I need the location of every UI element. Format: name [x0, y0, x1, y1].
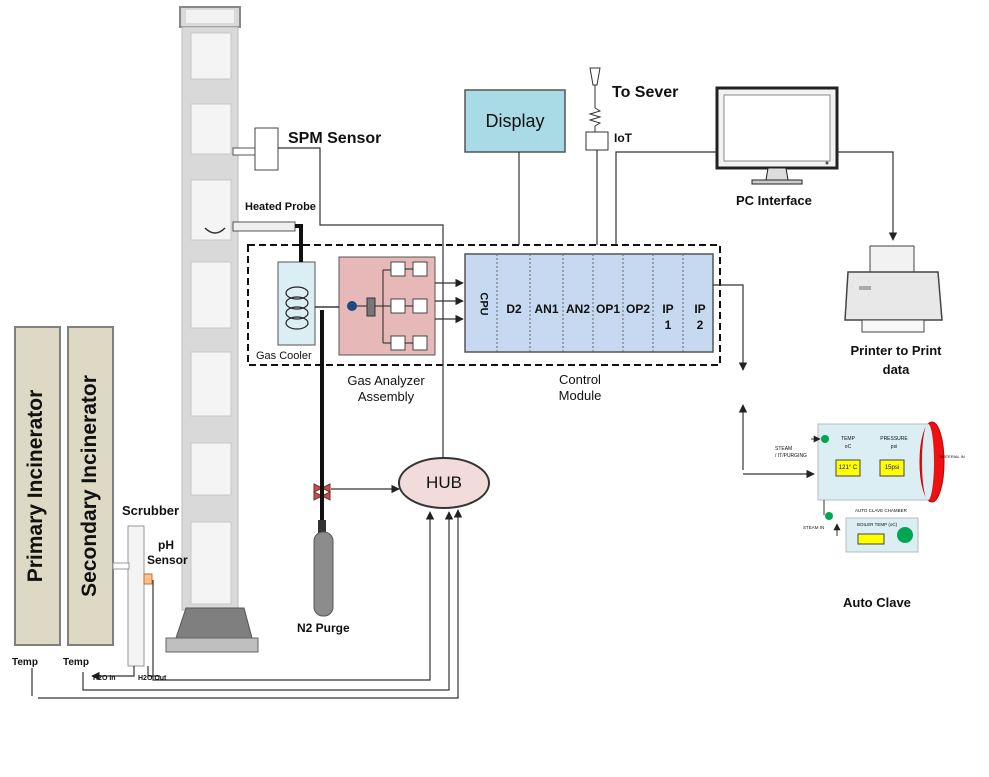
spm-sensor: [232, 127, 279, 171]
scrubber: [112, 525, 153, 667]
cpu-label: CPU: [477, 292, 490, 316]
display-box: [464, 89, 566, 153]
spm-sensor-label: SPM Sensor: [288, 130, 382, 147]
autoclave: [811, 421, 945, 553]
secondary-incinerator: [67, 326, 114, 646]
hub-label: HUB: [426, 473, 462, 492]
gas-analyzer: [338, 256, 436, 356]
pc-interface-label: PC Interface: [736, 193, 812, 208]
ac-temp-label-line1: TEMP: [841, 436, 855, 442]
temp-secondary-label: Temp: [63, 657, 89, 668]
printer-label-line2: data: [882, 362, 910, 377]
channel-an2: AN2: [565, 302, 590, 316]
auto-clave-label: Auto Clave: [843, 595, 911, 610]
printer: [844, 245, 943, 333]
heated-probe: [232, 221, 296, 232]
display-label: Display: [485, 111, 545, 131]
hub: [398, 457, 490, 509]
steam-in-label: STEAM IN: [803, 525, 825, 530]
iot-label: IoT: [614, 131, 632, 145]
h2o-in-label: H2O In: [93, 675, 116, 682]
control-module-label-line1: Control: [559, 372, 601, 387]
channel-an1: AN1: [534, 302, 559, 316]
steam-purging-label-line2: / IT/PURGING: [775, 453, 807, 459]
iot-antenna: [585, 67, 609, 151]
printer-label-line1: Printer to Print: [850, 343, 942, 358]
ph-sensor-label-line1: pH: [158, 538, 174, 552]
scrubber-label: Scrubber: [122, 503, 180, 518]
heated-probe-label: Heated Probe: [245, 201, 316, 213]
channel-ip2-line2: 2: [696, 318, 704, 332]
connection-lines: [31, 147, 898, 699]
boiler-temp-label: BOILER TEMP (oC): [857, 522, 898, 527]
temp-primary-label: Temp: [12, 657, 38, 668]
material-in-label: MATERIAL IN: [940, 454, 965, 459]
system-enclosure: [247, 244, 721, 366]
ac-pressure-label-line2: psi: [890, 444, 898, 450]
channel-op1: OP1: [595, 302, 620, 316]
gas-analyzer-label-line1: Gas Analyzer: [347, 373, 425, 388]
channel-d2: D2: [506, 302, 522, 316]
primary-incinerator: [14, 326, 61, 646]
ac-temp-label-line2: oC: [844, 444, 852, 450]
to-sever-label: To Sever: [612, 84, 679, 101]
ph-sensor-label-line2: Sensor: [147, 553, 188, 567]
h2o-out-label: H2O Out: [138, 675, 167, 682]
channel-ip1-line2: 1: [664, 318, 672, 332]
pc-monitor: [715, 86, 839, 185]
control-module: [464, 253, 714, 353]
chimney-stack: [165, 6, 259, 653]
n2-cylinder: [312, 483, 334, 617]
channel-op2: OP2: [625, 302, 650, 316]
ac-pressure-label-line1: PRESSURE: [880, 436, 908, 442]
control-module-label-line2: Module: [558, 388, 602, 403]
channel-ip1-line1: IP: [662, 302, 674, 316]
gas-cooler: [277, 261, 316, 346]
gas-cooler-label: Gas Cooler: [256, 350, 312, 362]
ac-temp-readout: 121° C: [838, 465, 858, 471]
ac-pressure-readout: 15psi: [884, 465, 900, 471]
channel-ip2-line1: IP: [694, 302, 706, 316]
secondary-incinerator-label: Secondary Incinerator: [78, 375, 101, 597]
n2-purge-label: N2 Purge: [297, 621, 350, 635]
steam-purging-label-line1: STEAM: [775, 446, 793, 452]
autoclave-chamber-label: AUTO CLAVE CHAMBER: [855, 508, 907, 513]
gas-analyzer-label-line2: Assembly: [357, 389, 415, 404]
primary-incinerator-label: Primary Incinerator: [24, 389, 47, 583]
